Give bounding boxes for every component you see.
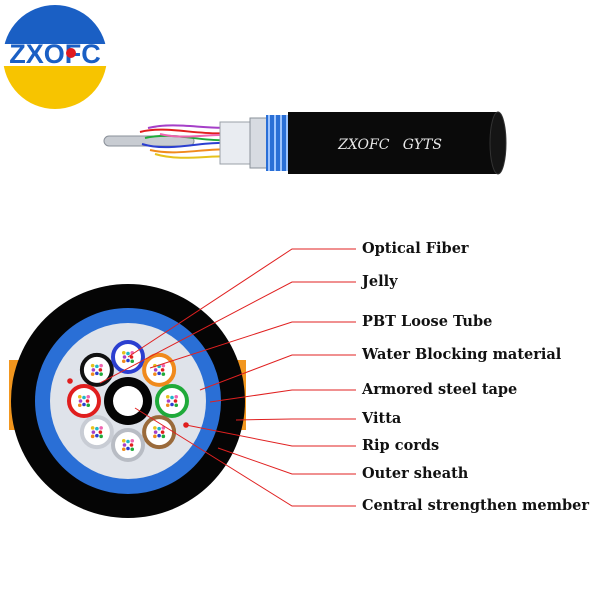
loose-tube-bottom-left	[79, 415, 114, 450]
fiber-dot	[95, 433, 99, 438]
fiber-dot	[153, 372, 157, 376]
leader-line	[185, 424, 356, 447]
fiber-dot	[173, 399, 178, 403]
fiber-dot	[165, 394, 170, 399]
fiber-dot	[126, 439, 130, 444]
loose-tube-bottom	[111, 428, 145, 462]
fiber-dot	[95, 371, 99, 376]
label-jelly: Jelly	[362, 273, 398, 290]
fiber-dot	[91, 430, 96, 434]
fiber-dot	[165, 403, 170, 408]
fiber-dot	[86, 403, 91, 408]
fiber-dot	[126, 351, 130, 356]
fiber-dot	[161, 363, 166, 368]
fiber-dot	[166, 399, 171, 403]
fiber-dot	[98, 430, 103, 434]
fiber-dot	[161, 372, 166, 376]
fiber-dot	[160, 430, 165, 434]
fiber-dot	[121, 350, 126, 355]
leader-line	[217, 447, 356, 475]
fiber-dot	[170, 402, 174, 407]
fiber-dot	[85, 399, 90, 403]
fiber-dot	[153, 368, 158, 372]
fiber-dot	[91, 368, 96, 372]
fiber-dot	[161, 434, 166, 439]
fiber-dot	[157, 433, 161, 438]
cable-print-text: ZXOFC GYTS	[337, 137, 442, 153]
cable-side-view: ZXOFC GYTS	[103, 111, 507, 175]
loose-tube-right	[155, 384, 189, 418]
fiber-dot	[126, 358, 130, 363]
fiber-dot	[95, 364, 99, 369]
leader-line	[149, 321, 356, 369]
fiber-dot	[78, 399, 83, 403]
logo-text: ZXOFC	[9, 39, 101, 69]
fiber-dot	[99, 426, 103, 430]
loose-tube-bottom-right	[142, 415, 177, 450]
label-vitta: Vitta	[362, 410, 402, 427]
fiber-dot	[99, 434, 103, 439]
fiber-dot	[99, 372, 103, 376]
fiber-dot	[157, 426, 161, 431]
fiber-dot	[161, 426, 166, 430]
fiber-dot	[82, 395, 86, 400]
fiber-dot	[121, 447, 126, 452]
label-water-blocking-material: Water Blocking material	[362, 346, 562, 363]
leader-line	[99, 281, 356, 384]
label-outer-sheath: Outer sheath	[362, 465, 469, 482]
logo-red-dot	[66, 48, 76, 58]
fiber-dot	[90, 372, 95, 376]
zxofc-logo: ZXOFC	[3, 5, 107, 109]
fiber-dot	[86, 394, 91, 399]
fiber-dot	[170, 395, 174, 400]
loose-tube-left	[67, 384, 101, 418]
leader-line	[134, 407, 356, 507]
label-armored-steel-tape: Armored steel tape	[362, 381, 518, 398]
fiber-dot	[82, 402, 86, 407]
fiber-dot	[90, 363, 95, 368]
leader-line	[127, 248, 356, 358]
fiber-dot	[98, 368, 103, 372]
fiber-dot	[160, 368, 165, 372]
central-strength-member	[113, 386, 143, 416]
fiber-dot	[129, 355, 134, 359]
fiber-dot	[129, 443, 134, 447]
fiber-dot	[153, 430, 158, 434]
label-pbt-loose-tube: PBT Loose Tube	[362, 313, 493, 330]
fiber-dot	[121, 438, 126, 443]
fiber-dot	[174, 403, 179, 408]
fiber-dot	[153, 426, 157, 430]
fiber-dot	[130, 438, 135, 443]
fiber-dot	[157, 371, 161, 376]
fiber-dot	[121, 359, 126, 364]
loose-tube-top-right	[142, 352, 177, 387]
leader-line	[209, 389, 356, 403]
fiber-dot	[174, 394, 179, 399]
fiber-dot	[122, 355, 127, 359]
label-rip-cords: Rip cords	[362, 437, 440, 454]
fiber-dot	[130, 359, 135, 364]
fiber-dot	[77, 403, 82, 408]
fiber-dot	[153, 434, 157, 439]
leader-line	[199, 354, 356, 391]
fiber-dot	[130, 447, 135, 452]
fiber-dot	[122, 443, 127, 447]
fiber-dot	[99, 363, 103, 368]
fiber-dot	[77, 394, 82, 399]
fiber-dot	[126, 446, 130, 451]
fiber-dot	[90, 434, 95, 439]
label-optical-fiber: Optical Fiber	[362, 240, 469, 257]
leader-line	[235, 418, 356, 421]
fiber-dot	[90, 426, 95, 430]
loose-tube-top-left	[79, 352, 114, 387]
label-central-strengthen-member: Central strengthen member	[362, 497, 589, 514]
rip-cord-1	[67, 378, 73, 384]
fiber-dot	[95, 426, 99, 431]
